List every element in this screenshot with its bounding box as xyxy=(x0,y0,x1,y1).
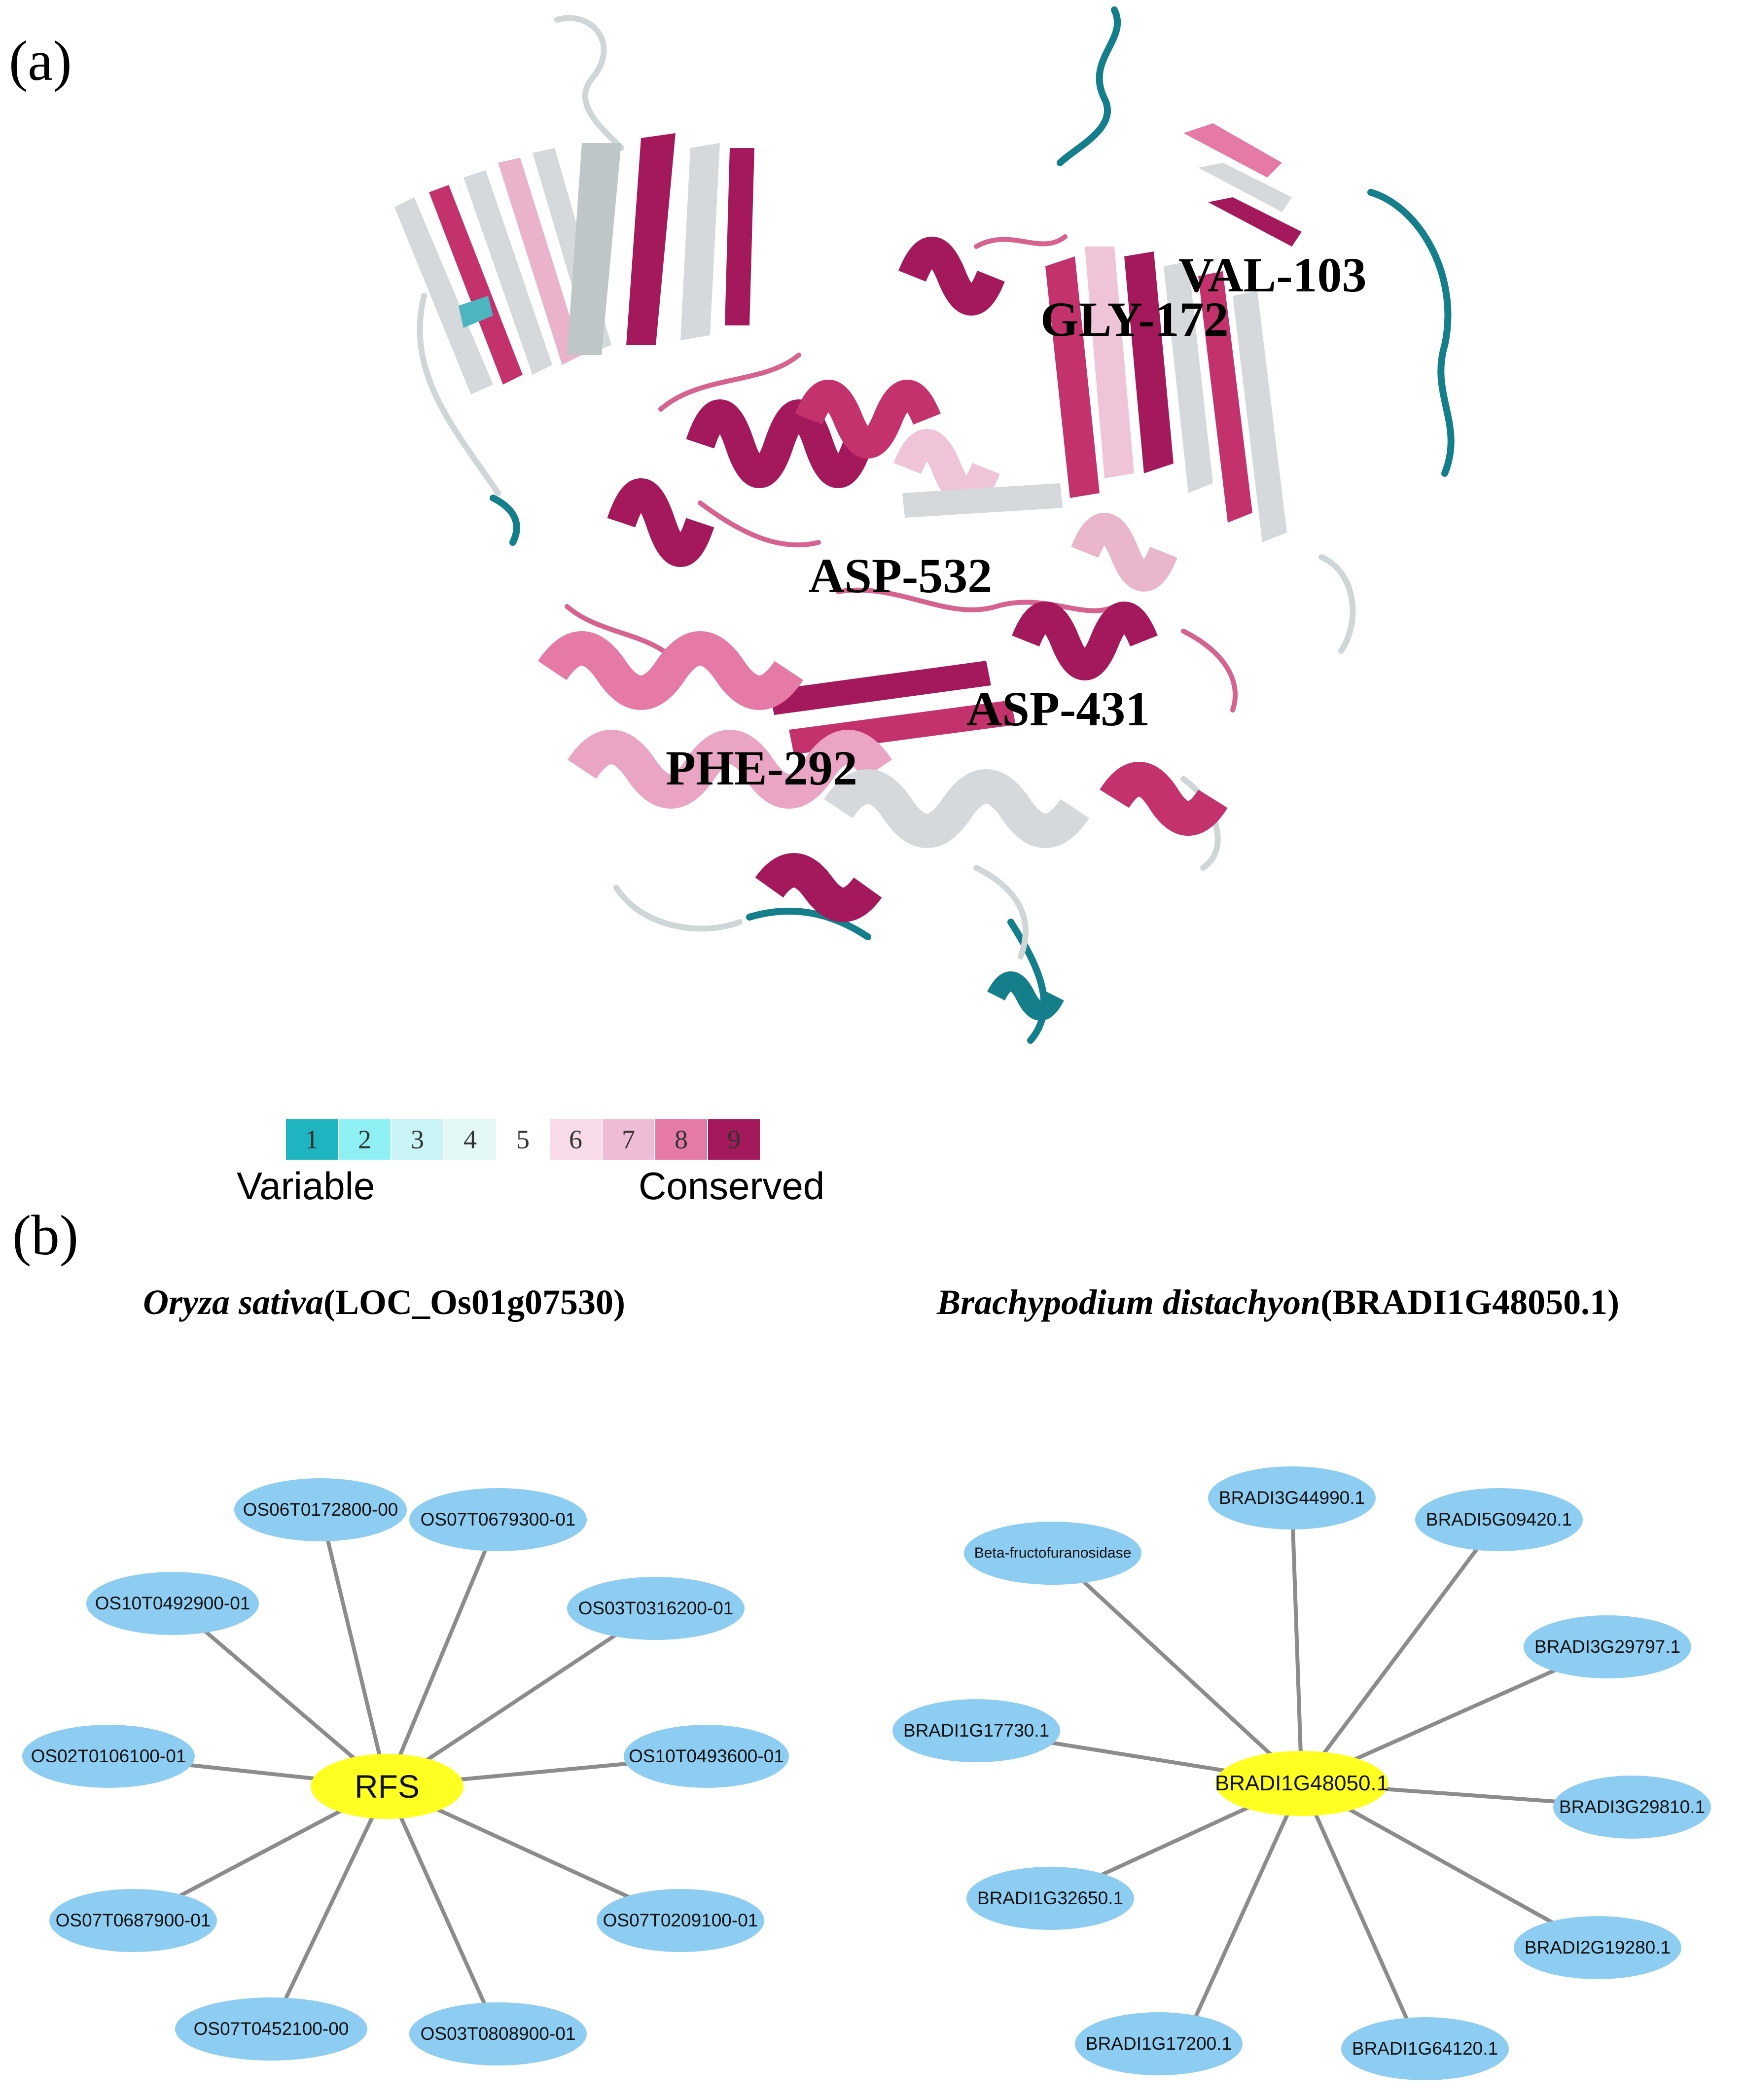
gene-id: (BRADI1G48050.1) xyxy=(1320,1282,1620,1322)
edge xyxy=(1181,1782,1304,2045)
edge xyxy=(171,1602,389,1788)
edge xyxy=(1290,1497,1304,1783)
network-node: OS02T0106100-01 xyxy=(22,1725,195,1788)
network-node: OS07T0687900-01 xyxy=(49,1889,217,1952)
network-node: OS07T0209100-01 xyxy=(597,1889,764,1952)
scale-box: 4 xyxy=(444,1119,496,1160)
protein-structure-cartoon xyxy=(394,6,1455,1044)
legend-conserved-label: Conserved xyxy=(639,1164,825,1208)
species-name: Oryza sativa xyxy=(143,1282,323,1322)
network-node: OS10T0493600-01 xyxy=(624,1725,789,1788)
scale-box: 2 xyxy=(339,1119,391,1160)
residue-label-gly-172: GLY-172 xyxy=(1040,292,1229,347)
scale-box: 9 xyxy=(708,1119,760,1160)
network-node: Beta-fructofuranosidase xyxy=(964,1522,1141,1585)
edge xyxy=(269,1785,389,2030)
network-node: BRADI2G19280.1 xyxy=(1514,1916,1681,1979)
panel-b-label: (b) xyxy=(12,1204,79,1267)
edge xyxy=(1300,1782,1422,2050)
panel-a-label: (a) xyxy=(9,30,72,92)
residue-label-phe-292: PHE-292 xyxy=(666,741,857,795)
edge xyxy=(385,1519,500,1787)
network-node: OS06T0172800-00 xyxy=(234,1478,407,1541)
species-name: Brachypodium distachyon xyxy=(937,1282,1321,1322)
network-hub-node: RFS xyxy=(311,1754,463,1819)
network-node: OS10T0492900-01 xyxy=(86,1572,259,1635)
network-node: BRADI3G29797.1 xyxy=(1524,1615,1691,1678)
edge xyxy=(1301,1781,1599,1950)
edge xyxy=(1300,1518,1501,1784)
network-node: OS03T0316200-01 xyxy=(567,1577,745,1640)
edge xyxy=(385,1785,500,2035)
residue-label-asp-532: ASP-532 xyxy=(809,548,993,603)
network-title-oryza: Oryza sativa(LOC_Os01g07530) xyxy=(143,1282,625,1323)
network-node: BRADI3G44990.1 xyxy=(1208,1466,1376,1530)
network-hub-node: BRADI1G48050.1 xyxy=(1215,1751,1389,1816)
scale-box: 6 xyxy=(550,1119,602,1160)
network-node: BRADI3G29810.1 xyxy=(1553,1776,1711,1839)
network-node: BRADI1G17730.1 xyxy=(892,1699,1060,1762)
edge xyxy=(386,1606,657,1788)
network-node: BRADI1G64120.1 xyxy=(1341,2017,1509,2080)
scale-box: 7 xyxy=(603,1119,654,1160)
edge xyxy=(1051,1552,1303,1784)
edge xyxy=(319,1509,389,1787)
network-title-brachypodium: Brachypodium distachyon(BRADI1G48050.1) xyxy=(937,1282,1619,1323)
residue-label-asp-431: ASP-431 xyxy=(966,681,1150,736)
scale-box: 3 xyxy=(392,1119,443,1160)
residue-label-val-103: VAL-103 xyxy=(1178,248,1367,302)
network-node: BRADI1G32650.1 xyxy=(966,1867,1134,1930)
scale-box: 1 xyxy=(286,1119,338,1160)
network-node: OS03T0808900-01 xyxy=(409,2002,587,2065)
network-node: OS07T0679300-01 xyxy=(409,1488,587,1551)
scale-box: 5 xyxy=(497,1119,549,1160)
gene-id: (LOC_Os01g07530) xyxy=(323,1282,625,1322)
network-node: BRADI5G09420.1 xyxy=(1415,1488,1583,1551)
legend-variable-label: Variable xyxy=(237,1164,375,1208)
network-node: OS07T0452100-00 xyxy=(175,1997,367,2061)
scale-box: 8 xyxy=(655,1119,707,1160)
network-node: BRADI1G17200.1 xyxy=(1075,2012,1243,2075)
